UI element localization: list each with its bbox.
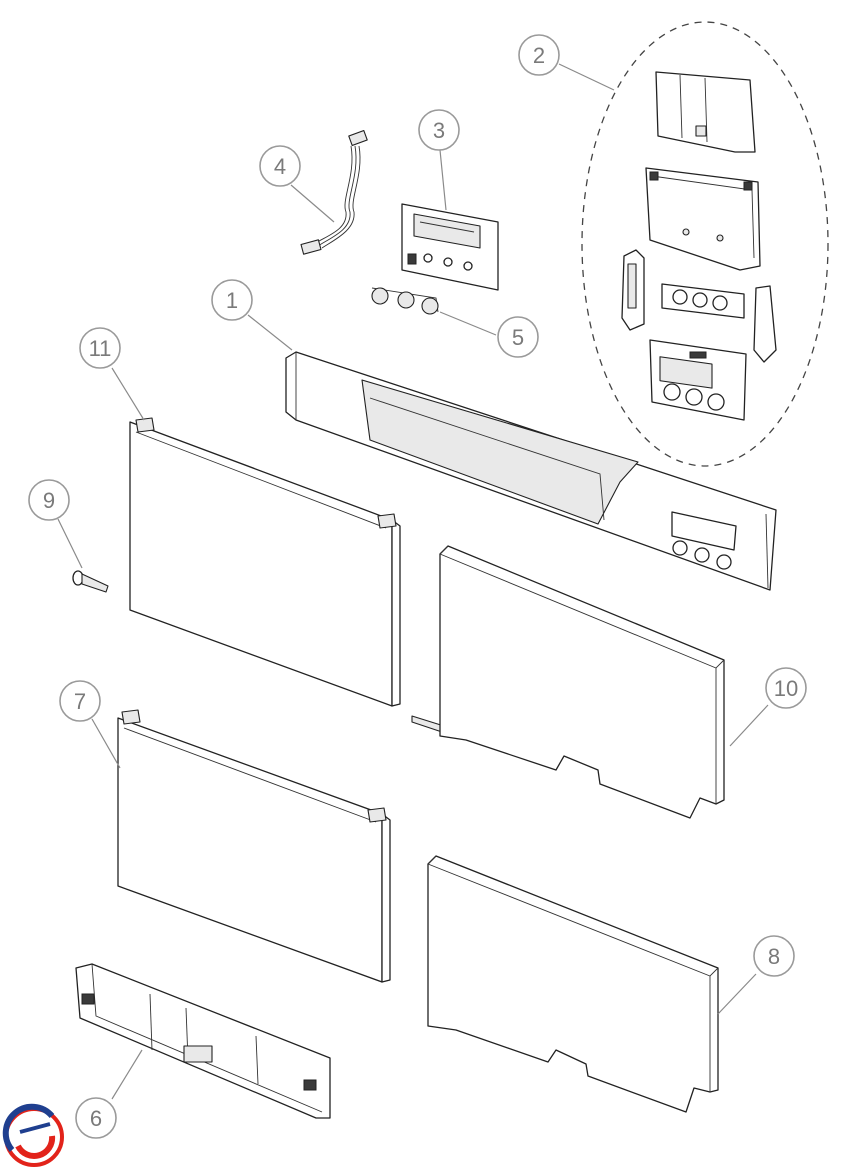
module-frame	[645, 167, 761, 271]
leader-1	[247, 314, 293, 351]
callout-1-label: 1	[226, 288, 238, 313]
callout-6: 6	[75, 1097, 117, 1139]
leader-5	[439, 311, 497, 336]
part-2-group	[581, 21, 829, 467]
leader-4	[290, 184, 335, 223]
leader-3	[439, 149, 447, 211]
callout-1: 1	[211, 279, 253, 321]
callout-6-label: 6	[90, 1106, 102, 1131]
callout-7-label: 7	[74, 689, 86, 714]
part-4-wire-harness	[300, 130, 368, 255]
module-top-cover	[655, 71, 756, 153]
part-9-screw	[72, 570, 109, 593]
callout-8: 8	[753, 935, 795, 977]
module-button-strip	[661, 283, 745, 319]
leader-9	[57, 518, 83, 569]
leader-10	[729, 704, 769, 747]
callout-7: 7	[59, 680, 101, 722]
leader-11	[111, 367, 145, 421]
leader-8	[717, 973, 757, 1015]
part-7-lower-door	[117, 709, 391, 983]
module-left-clip	[621, 249, 645, 331]
callout-8-label: 8	[768, 944, 780, 969]
callout-2-label: 2	[533, 43, 545, 68]
leader-6	[111, 1049, 143, 1100]
callout-11: 11	[79, 327, 121, 369]
callout-5: 5	[497, 316, 539, 358]
part-1-control-panel	[285, 351, 777, 591]
callout-4: 4	[259, 145, 301, 187]
leader-2	[558, 63, 615, 91]
part-10-upper-insulation	[439, 545, 725, 819]
callout-3-label: 3	[433, 118, 445, 143]
leader-lines	[57, 63, 769, 1100]
brand-logo	[2, 1103, 64, 1167]
callout-2: 2	[518, 34, 560, 76]
callout-4-label: 4	[274, 154, 286, 179]
leader-7	[91, 718, 121, 769]
callout-9-label: 9	[43, 488, 55, 513]
callout-10: 10	[765, 667, 807, 709]
callouts: 1 2 3 4 5 6 7 8	[28, 34, 807, 1139]
callout-5-label: 5	[512, 325, 524, 350]
module-right-clip	[753, 285, 777, 363]
group-dashed-outline	[581, 21, 829, 467]
part-3-control-board	[401, 203, 499, 291]
callout-9: 9	[28, 479, 70, 521]
callout-10-label: 10	[774, 676, 798, 701]
callout-11-label: 11	[89, 336, 112, 361]
part-8-lower-insulation	[427, 855, 719, 1113]
part-6-bottom-bracket	[75, 963, 331, 1119]
part-5-buttons	[371, 287, 439, 315]
module-front-panel	[649, 339, 747, 421]
callout-3: 3	[418, 109, 460, 151]
part-11-upper-door	[129, 417, 401, 707]
